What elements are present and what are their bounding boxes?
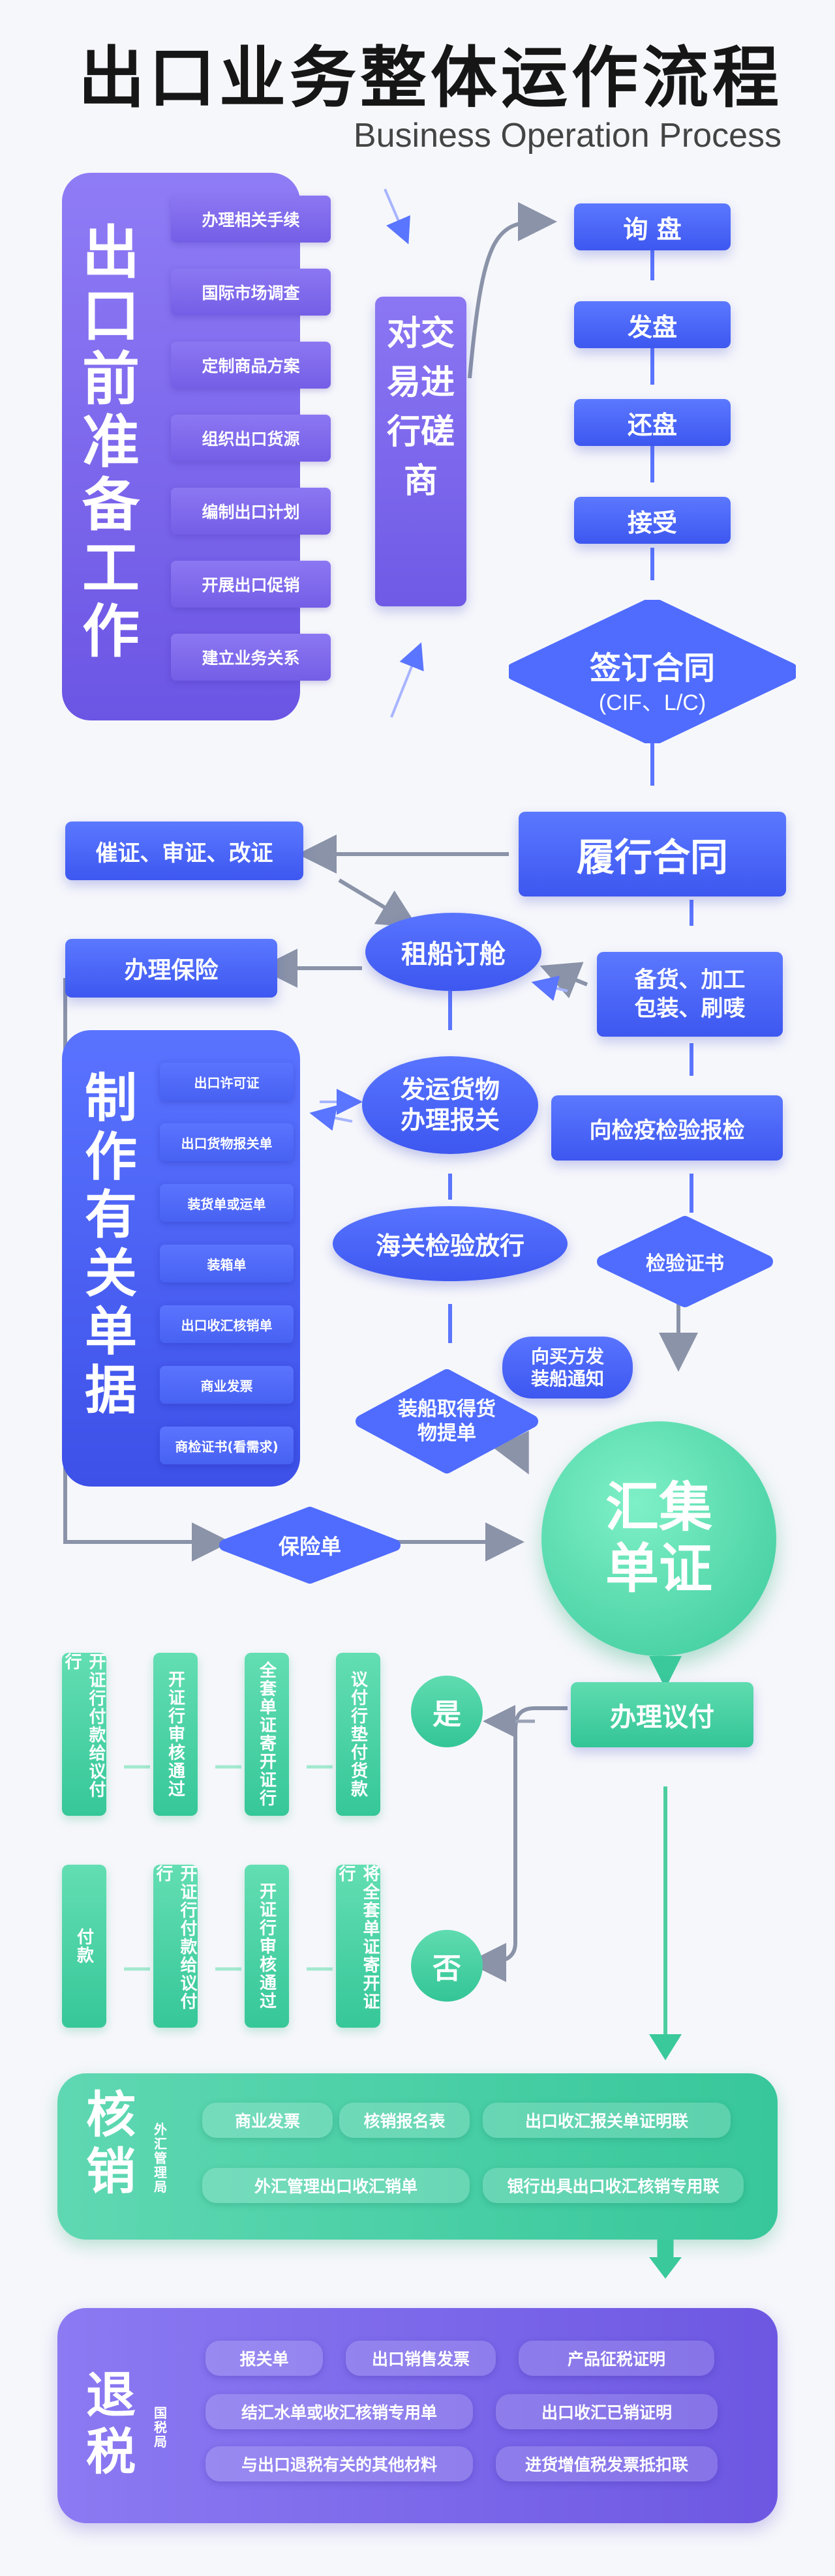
refund-side-label: 国税局 [154,2405,167,2450]
yes-flow-step: 议付行垫付货款 [336,1653,380,1816]
no-flow-step: 开证行付款给议付行 [153,1865,198,2028]
charter-ellipse: 租船订舱 [365,913,541,991]
verify-side-label: 外汇管理局 [154,2122,167,2195]
collect-circle: 汇集 单证 [541,1421,776,1656]
verify-item: 核销报名表 [339,2103,470,2138]
certificate-label: 检验证书 [646,1252,724,1275]
offer-step: 还盘 [574,399,731,446]
prepare-goods-box: 备货、加工 包装、刷唛 [597,952,783,1037]
verify-item: 外汇管理出口收汇销单 [202,2168,470,2203]
ship-ellipse: 发运货物 办理报关 [362,1056,538,1154]
pre-export-item: 建立业务关系 [171,634,331,681]
negotiate-title: 对交易进行磋商 [386,314,455,501]
doc-item: 装货单或运单 [160,1184,294,1222]
doc-item: 商业发票 [160,1366,294,1404]
contract-diamond [509,600,796,743]
negotiation-pay-box: 办理议付 [571,1682,753,1747]
page-subtitle: Business Operation Process [353,117,782,155]
pre-export-item: 定制商品方案 [171,342,331,389]
contract-title: 签订合同 [589,650,715,687]
yes-flow-step: 全套单证寄开证行 [245,1653,289,1816]
urge-box: 催证、审证、改证 [65,822,303,880]
refund-item: 结汇水单或收汇核销专用单 [205,2394,473,2429]
verify-item: 出口收汇报关单证明联 [483,2103,731,2138]
yes-no-connectors [124,1705,535,1971]
refund-item: 报关单 [205,2341,323,2376]
bill-diamond [356,1369,538,1473]
refund-item: 产品征税证明 [519,2341,714,2376]
refund-title: 退税 [86,2366,136,2481]
refund-item: 出口收汇已销证明 [496,2394,718,2429]
offer-step: 询 盘 [574,203,731,250]
customs-ellipse: 海关检验放行 [333,1206,568,1281]
pre-export-item: 编制出口计划 [171,488,331,535]
yes-circle: 是 [411,1676,483,1747]
yes-flow-step: 开证行付款给议付行 [62,1653,106,1816]
policy-diamond [219,1507,401,1584]
yes-flow-step: 开证行审核通过 [153,1653,198,1816]
refund-item: 与出口退税有关的其他材料 [205,2446,473,2481]
insurance-box: 办理保险 [65,939,277,998]
bill-label: 装船取得货 物提单 [398,1397,496,1445]
offer-step: 发盘 [574,301,731,348]
verify-title: 核销 [86,2086,136,2201]
no-circle: 否 [411,1930,483,2002]
page-title: 出口业务整体运作流程 [78,40,783,117]
certificate-diamond [597,1216,773,1307]
pre-export-item: 国际市场调查 [171,269,331,316]
pre-export-item: 开展出口促销 [171,561,331,608]
fulfill-box: 履行合同 [519,812,786,896]
pre-export-item: 办理相关手续 [171,196,331,243]
verify-item: 银行出具出口收汇核销专用联 [483,2168,744,2203]
docs-title: 制作有关单据 [85,1068,137,1421]
refund-item: 进货增值税发票抵扣联 [496,2446,718,2481]
refund-panel [57,2308,778,2523]
verify-panel [57,2073,778,2240]
policy-label: 保险单 [278,1534,341,1559]
refund-item: 出口销售发票 [346,2341,496,2376]
notify-bubble: 向买方发 装船通知 [502,1337,633,1399]
doc-item: 出口货物报关单 [160,1123,294,1161]
negotiate-box [375,297,466,606]
doc-item: 出口收汇核销单 [160,1305,294,1343]
verify-item: 商业发票 [202,2103,333,2138]
no-flow-step: 开证行审核通过 [245,1865,289,2028]
doc-item: 出口许可证 [160,1063,294,1101]
offer-step: 接受 [574,497,731,544]
pre-export-title: 出口前准备工作 [82,219,140,665]
doc-item: 商检证书(看需求) [160,1427,294,1464]
pre-export-item: 组织出口货源 [171,415,331,462]
no-flow-step: 付款 [62,1865,106,2028]
contract-subtitle: (CIF、L/C) [598,690,706,715]
doc-item: 装箱单 [160,1245,294,1282]
inspect-box: 向检疫检验报检 [551,1095,783,1161]
no-flow-step: 将全套单证寄开证行 [336,1865,380,2028]
